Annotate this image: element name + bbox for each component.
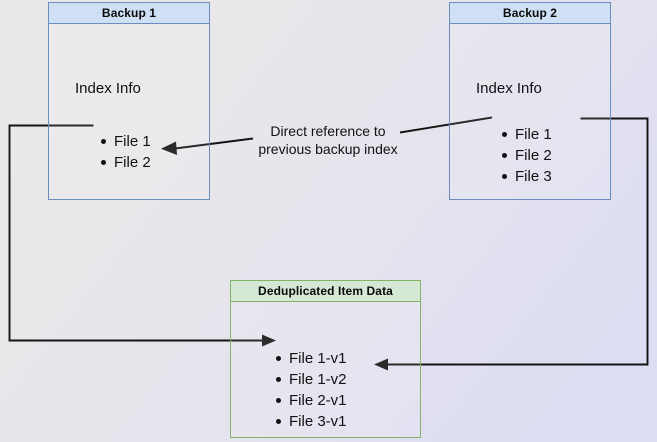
list-item: File 3 [500,166,552,187]
list-item: File 2 [99,152,151,173]
node-backup-1-body: Index Info File 1 File 2 [48,24,210,200]
annotation-line-1: Direct reference to [270,123,386,139]
annotation-line-2: previous backup index [258,141,398,157]
node-backup-2-header: Backup 2 [449,2,611,24]
node-backup-1-header: Backup 1 [48,2,210,24]
node-backup-2-body: Index Info File 1 File 2 File 3 [449,24,611,200]
backup-2-index-info-label: Index Info [476,80,542,97]
list-item: File 2 [500,145,552,166]
node-dedup-header: Deduplicated Item Data [230,280,421,302]
list-item: File 1 [99,131,151,152]
list-item: File 1 [500,124,552,145]
backup-1-file-list: File 1 File 2 [99,131,151,173]
node-dedup-body: File 1-v1 File 1-v2 File 2-v1 File 3-v1 [230,302,421,438]
list-item: File 2-v1 [274,390,347,411]
list-item: File 3-v1 [274,411,347,432]
backup-2-file-list: File 1 File 2 File 3 [500,124,552,187]
node-deduplicated-item-data[interactable]: Deduplicated Item Data File 1-v1 File 1-… [230,280,421,438]
node-backup-2[interactable]: Backup 2 Index Info File 1 File 2 File 3 [449,2,611,200]
list-item: File 1-v2 [274,369,347,390]
backup-1-index-info-label: Index Info [75,80,141,97]
list-item: File 1-v1 [274,348,347,369]
node-backup-1[interactable]: Backup 1 Index Info File 1 File 2 [48,2,210,200]
dedup-item-list: File 1-v1 File 1-v2 File 2-v1 File 3-v1 [274,348,347,432]
annotation-direct-reference: Direct reference to previous backup inde… [250,122,406,158]
